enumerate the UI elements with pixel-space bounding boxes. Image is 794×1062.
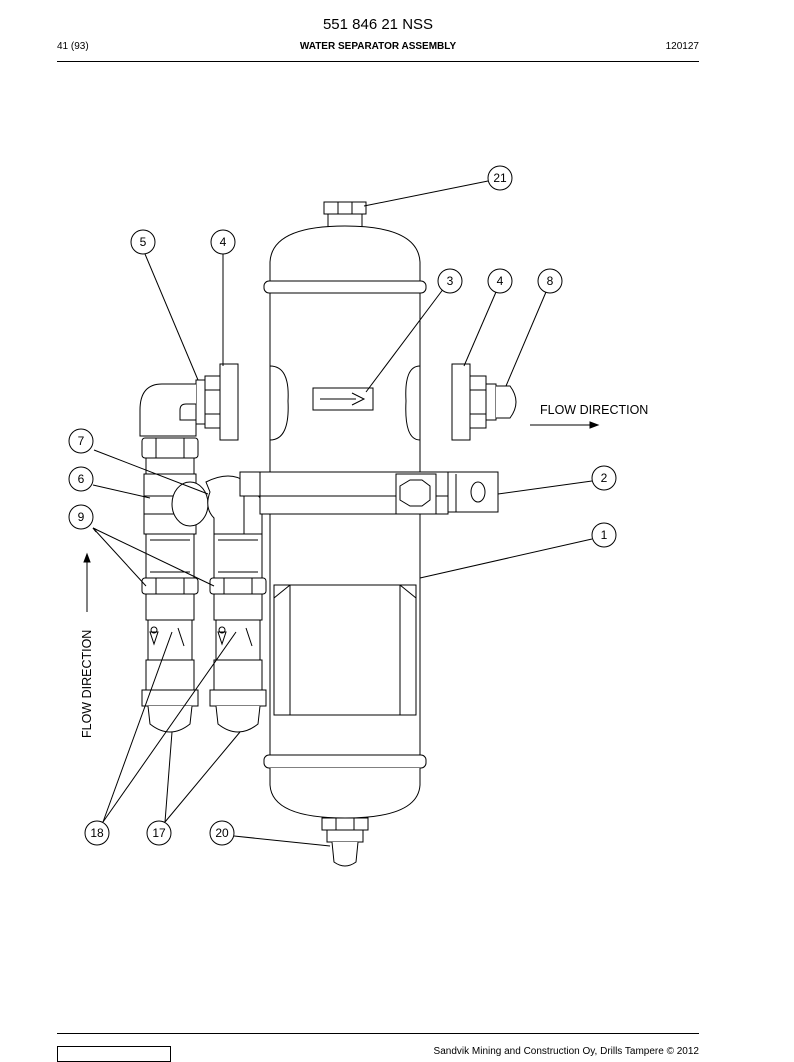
page-title: WATER SEPARATOR ASSEMBLY <box>299 41 457 52</box>
header-rule <box>57 61 699 62</box>
clamp-band <box>239 471 499 515</box>
callout-17: 17 <box>146 820 172 846</box>
callout-21-number: 21 <box>493 171 507 185</box>
callout-3: 3 <box>437 268 463 294</box>
callout-17-number: 17 <box>152 826 166 840</box>
outlet-connection <box>451 363 517 441</box>
leader-lines <box>92 180 593 847</box>
date-code: 120127 <box>665 41 699 52</box>
flow-direction-label-right: FLOW DIRECTION <box>540 403 648 417</box>
page-number: 41 (93) <box>57 41 89 52</box>
tee-fitting <box>143 473 263 537</box>
callout-5-number: 5 <box>140 235 147 249</box>
callout-20-number: 20 <box>215 826 229 840</box>
callout-4-right: 4 <box>487 268 513 294</box>
callout-2: 2 <box>591 465 617 491</box>
callout-1: 1 <box>591 522 617 548</box>
callout-18-number: 18 <box>90 826 104 840</box>
callout-9: 9 <box>68 504 94 530</box>
flow-arrow-right <box>530 421 600 429</box>
footer-copyright: Sandvik Mining and Construction Oy, Dril… <box>433 1046 699 1057</box>
callout-8: 8 <box>537 268 563 294</box>
callout-4-right-number: 4 <box>497 274 504 288</box>
callout-20: 20 <box>209 820 235 846</box>
document-number: 551 846 21 NSS <box>322 16 434 33</box>
callout-9-number: 9 <box>78 510 85 524</box>
callout-7-number: 7 <box>78 434 85 448</box>
bottom-drain-fitting <box>321 817 369 867</box>
callout-2-number: 2 <box>601 471 608 485</box>
callout-6: 6 <box>68 466 94 492</box>
callout-18: 18 <box>84 820 110 846</box>
callout-6-number: 6 <box>78 472 85 486</box>
callout-21: 21 <box>487 165 513 191</box>
brand-logo <box>57 1046 171 1062</box>
callout-1-number: 1 <box>601 528 608 542</box>
callout-3-number: 3 <box>447 274 454 288</box>
drain-cock-right <box>209 533 267 733</box>
flow-direction-label-vertical: FLOW DIRECTION <box>80 630 94 738</box>
inlet-connection <box>139 363 239 475</box>
separator-vessel <box>263 201 427 819</box>
drain-cock-left <box>141 533 199 733</box>
callout-5: 5 <box>130 229 156 255</box>
flow-arrow-up <box>83 552 91 612</box>
footer-rule <box>57 1033 699 1034</box>
callout-8-number: 8 <box>547 274 554 288</box>
callout-4-left-number: 4 <box>220 235 227 249</box>
callout-7: 7 <box>68 428 94 454</box>
callout-4-left: 4 <box>210 229 236 255</box>
